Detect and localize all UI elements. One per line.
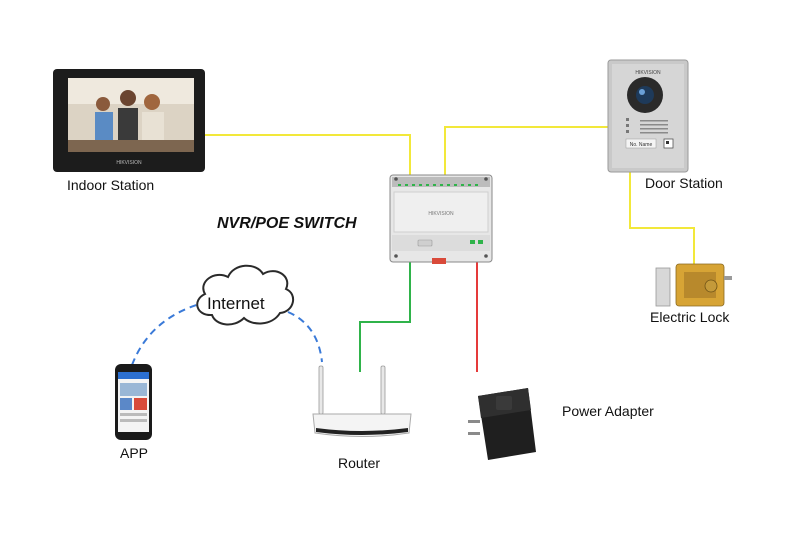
cable-switch-to-door	[444, 126, 608, 175]
monitor-brand: HIKVISION	[116, 160, 142, 166]
router-icon	[312, 365, 412, 437]
indoor-monitor-icon: HIKVISION	[53, 69, 205, 172]
label-router: Router	[338, 455, 381, 471]
label-switch: NVR/POE SWITCH	[217, 215, 357, 232]
door-name-plate: No. Name	[630, 142, 653, 148]
door-brand: HIKVISION	[635, 70, 661, 76]
cloud-icon	[196, 264, 295, 326]
cable-switch-to-router	[359, 262, 411, 372]
label-indoor-station: Indoor Station	[67, 177, 155, 193]
door-station-icon: HIKVISION No. Name	[607, 59, 689, 173]
cable-indoor-to-switch	[205, 134, 411, 175]
power-adapter-icon	[468, 388, 536, 460]
poe-switch-icon: HIKVISION	[389, 174, 493, 264]
label-door-station: Door Station	[645, 175, 723, 191]
cable-door-to-lock	[629, 172, 695, 265]
wifi-link-router	[287, 311, 323, 363]
switch-brand: HIKVISION	[428, 211, 454, 217]
label-electric-lock: Electric Lock	[650, 309, 730, 325]
label-app: APP	[120, 445, 149, 461]
smartphone-icon	[115, 364, 152, 440]
wifi-link-app	[131, 302, 204, 366]
electric-lock-icon	[655, 263, 732, 307]
label-power-adapter: Power Adapter	[562, 403, 654, 419]
label-internet: Internet	[207, 294, 265, 313]
cables	[131, 126, 695, 372]
